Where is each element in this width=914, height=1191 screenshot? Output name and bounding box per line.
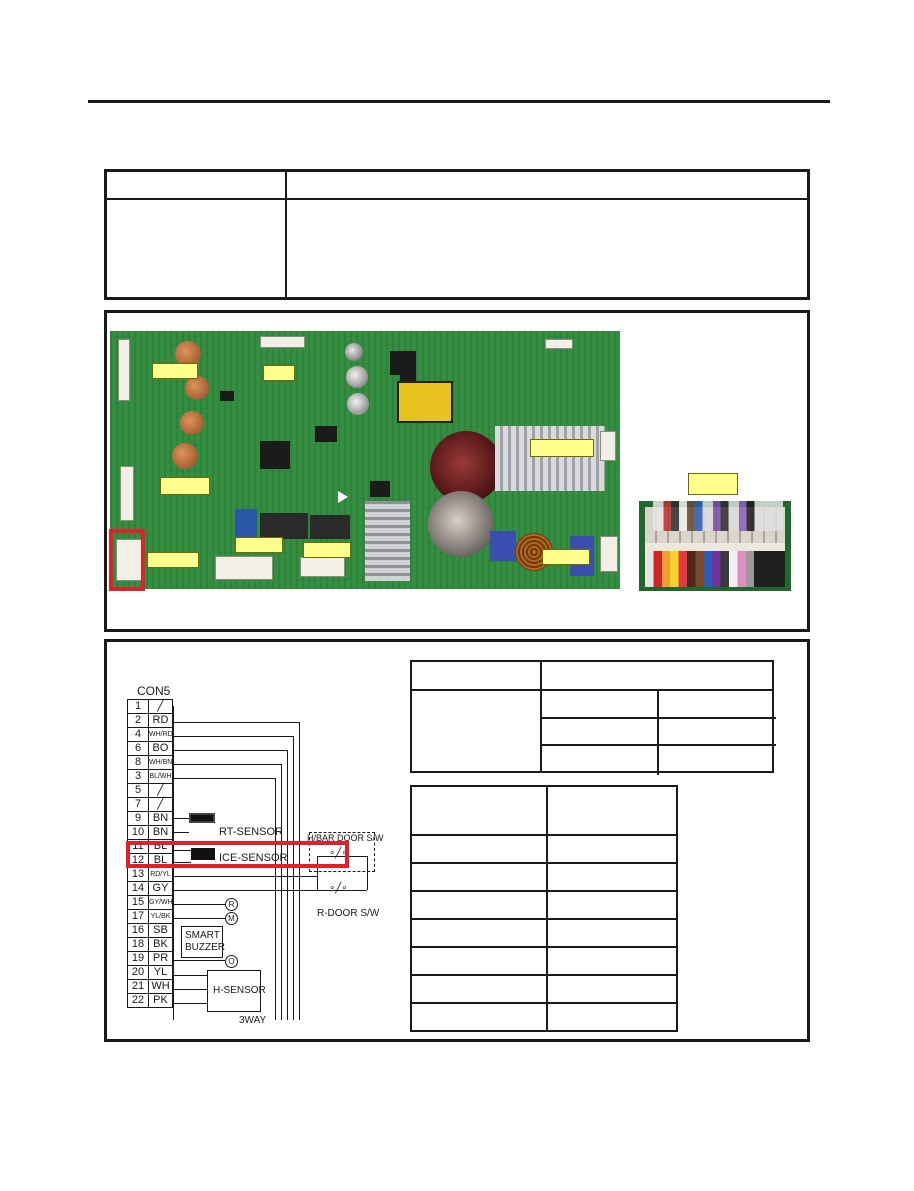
spec-table-upper [410,660,776,775]
pin-number: 5 [127,783,149,798]
pin-number: 21 [127,979,149,994]
pin-wire-color: GY/WH [148,895,173,910]
spec-table-lower [410,785,678,1032]
header-rule [88,100,830,103]
pcb-label-1 [152,363,198,379]
smart-buzzer-line1: SMART [185,930,220,941]
pin-number: 10 [127,825,149,840]
ice-sensor-symbol [191,848,215,860]
pin-wire-color: ╱ [148,699,173,714]
connector-title: CON5 [137,684,171,698]
rt-sensor-symbol [189,813,215,823]
pin-wire-color: BK [148,937,173,952]
ice-sensor-highlight [126,841,349,868]
pin-wire-color: YL/BK [148,909,173,924]
pin-number: 6 [127,741,149,756]
pin-number: 1 [127,699,149,714]
ice-sensor-label: ICE-SENSOR [219,852,288,864]
rdoor-switch-symbol: ∘╱∘ [329,883,348,894]
pcb-label-3 [530,439,594,457]
pcb-label-5 [235,537,283,553]
pin-wire-color: WH [148,979,173,994]
pin-number: 22 [127,993,149,1008]
connector-closeup-photo [639,501,791,591]
pin-number: 16 [127,923,149,938]
pcb-label-2 [263,365,295,381]
pin-wire-color: PR [148,951,173,966]
pin-wire-color: RD/YL [148,867,173,882]
pin-number: 4 [127,727,149,742]
pin-wire-color: GY [148,881,173,896]
pin-wire-color: SB [148,923,173,938]
hbar-door-label: H/BAR DOOR S/W [307,833,384,843]
hbar-door-box [309,832,375,872]
m-symbol: M [225,912,238,925]
r-symbol: R [225,898,238,911]
pin-number: 8 [127,755,149,770]
pin-number: 3 [127,769,149,784]
pcb-section [104,310,810,632]
pin-wire-color: BL/WH [148,769,173,784]
pin-number: 17 [127,909,149,924]
pin-number: 2 [127,713,149,728]
pin-wire-color: ╱ [148,797,173,812]
pin-wire-color: YL [148,965,173,980]
threeway-label: 3WAY [239,1015,267,1026]
pin-wire-color: WH/BN [148,755,173,770]
top-table [104,169,810,300]
pin-number: 19 [127,951,149,966]
pin-wire-color: RD [148,713,173,728]
pin-wire-color: BN [148,811,173,826]
pcb-label-7 [147,552,199,568]
connector-highlight [109,529,145,591]
pin-wire-color: ╱ [148,783,173,798]
pin-number: 13 [127,867,149,882]
pin-number: 15 [127,895,149,910]
pcb-label-4 [160,477,210,495]
pin-number: 7 [127,797,149,812]
pin-wire-color: PK [148,993,173,1008]
rt-sensor-label: RT-SENSOR [219,826,283,838]
smart-buzzer-line2: BUZZER [185,942,225,953]
h-sensor-label: H-SENSOR [213,985,266,996]
pin-number: 14 [127,881,149,896]
h-sensor-box [207,970,261,1012]
pcb-label-6 [303,542,351,558]
o-symbol: O [225,955,238,968]
pin-wire-color: WH/RD [148,727,173,742]
hbar-switch-symbol: ∘╱∘ [329,848,348,859]
pin-number: 20 [127,965,149,980]
pcb-board-photo [110,331,620,589]
smart-buzzer-box [181,926,223,958]
closeup-label [688,473,738,495]
pcb-label-8 [542,549,590,565]
pin-wire-color: BO [148,741,173,756]
pin-number: 9 [127,811,149,826]
pin-number: 18 [127,937,149,952]
pin-wire-color: BN [148,825,173,840]
r-door-label: R-DOOR S/W [317,908,380,919]
